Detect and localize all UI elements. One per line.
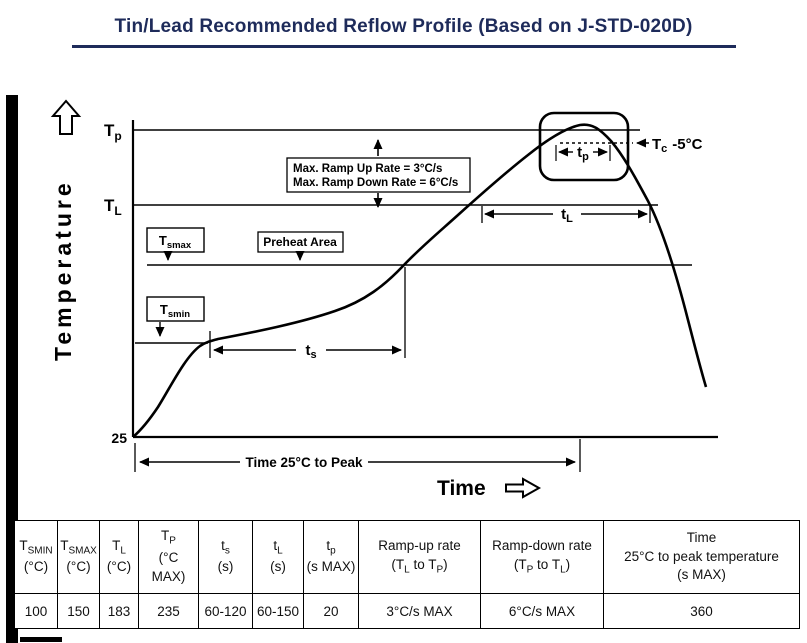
header-time-to-peak: Time 25°C to peak temperature (s MAX)	[603, 520, 800, 594]
value-tl: 183	[99, 593, 139, 629]
table-value-row: 100 150 183 235 60-120 60-150 20 3°C/s M…	[14, 593, 800, 629]
level-lines	[133, 129, 692, 344]
right-arrow-icon	[505, 477, 542, 499]
origin-temp-label: 25	[111, 430, 127, 446]
value-ramp-down: 6°C/s MAX	[480, 593, 604, 629]
ramp-down-note: Max. Ramp Down Rate = 6°C/s	[293, 177, 458, 189]
peak-window-box	[538, 111, 630, 182]
axes	[131, 120, 718, 439]
tsmax-label: Tsmax	[159, 233, 192, 251]
header-tl: TL (°C)	[99, 520, 139, 594]
page-title: Tin/Lead Recommended Reflow Profile (Bas…	[114, 16, 693, 37]
cropped-text-artifact	[20, 637, 62, 642]
header-tsmax: TSMAX (°C)	[57, 520, 100, 594]
tsmin-callout: Tsmin	[146, 296, 205, 337]
header-ts: ts (s)	[198, 520, 253, 594]
tsmin-label: Tsmin	[160, 302, 190, 320]
tp-span-label: tp	[577, 144, 589, 163]
tsmin-box	[146, 296, 205, 322]
header-tl-time: tL (s)	[252, 520, 304, 594]
value-ts: 60-120	[198, 593, 253, 629]
value-ramp-up: 3°C/s MAX	[358, 593, 481, 629]
value-tl-time: 60-150	[252, 593, 304, 629]
header-tp-time: tp (s MAX)	[303, 520, 359, 594]
preheat-label: Preheat Area	[263, 235, 337, 249]
tl-span: tL	[481, 206, 651, 225]
value-tp-time: 20	[303, 593, 359, 629]
reflow-profile-diagram: Temperature Tp TL 25 Tsmax Tsmin	[50, 99, 718, 500]
header-tp: TP (°C MAX)	[138, 520, 199, 594]
header-tsmin: TSMIN (°C)	[14, 520, 58, 594]
x-axis-label: Time	[437, 477, 486, 500]
up-arrow-icon	[50, 99, 82, 135]
tp-level-label: Tp	[104, 121, 122, 143]
preheat-callout: Preheat Area	[257, 231, 344, 261]
time-to-peak-label: Time 25°C to Peak	[246, 455, 363, 470]
value-tsmax: 150	[57, 593, 100, 629]
tsmax-box	[146, 227, 205, 253]
tsmax-callout: Tsmax	[146, 227, 205, 261]
ramp-note-box	[286, 157, 471, 193]
ts-span-label: ts	[305, 342, 316, 361]
tl-span-label: tL	[561, 206, 573, 225]
header-ramp-down: Ramp-down rate (TP to TL)	[480, 520, 604, 594]
ramp-rate-note: Max. Ramp Up Rate = 3°C/s Max. Ramp Down…	[286, 139, 471, 208]
tc-label: Tc-5°C	[652, 136, 703, 155]
title-underline	[72, 45, 736, 48]
value-tsmin: 100	[14, 593, 58, 629]
tp-span: tp	[555, 144, 611, 163]
y-axis-label-group: Temperature	[50, 99, 82, 361]
ts-span: ts	[209, 267, 406, 361]
header-ramp-up: Ramp-up rate (TL to TP)	[358, 520, 481, 594]
scan-edge-bar	[6, 95, 18, 643]
tc-callout: Tc-5°C	[560, 136, 703, 155]
value-tp: 235	[138, 593, 199, 629]
x-axis-label-group: Time	[437, 477, 542, 500]
reflow-profile-curve	[132, 123, 708, 438]
y-axis-label: Temperature	[50, 179, 76, 361]
ramp-up-note: Max. Ramp Up Rate = 3°C/s	[293, 163, 442, 175]
value-time-to-peak: 360	[603, 593, 800, 629]
reflow-parameter-table: TSMIN (°C) TSMAX (°C) TL (°C) TP (°C MAX…	[14, 520, 800, 629]
time-to-peak-span: Time 25°C to Peak	[134, 439, 581, 472]
tl-level-label: TL	[104, 196, 122, 218]
table-header-row: TSMIN (°C) TSMAX (°C) TL (°C) TP (°C MAX…	[14, 520, 800, 594]
